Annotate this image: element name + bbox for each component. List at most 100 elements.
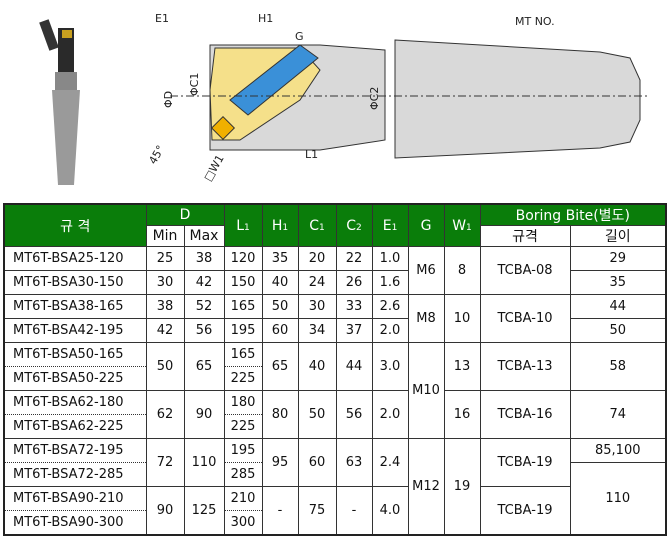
c2-cell: 37 [335, 318, 373, 343]
table-row: MT6T-BSA50-225 225 [3, 366, 666, 391]
thread-g-cell: M12 [407, 438, 445, 536]
e1-cell: 2.4 [371, 438, 409, 487]
model-cell: MT6T-BSA25-120 [3, 246, 147, 271]
label-l1: L1 [305, 148, 318, 161]
l1-cell: 225 [223, 414, 263, 439]
l1-cell: 225 [223, 366, 263, 391]
e1-cell: 2.6 [371, 294, 409, 319]
spec-table: 규 격 D L1 H1 C1 C2 E1 G W1 Boring Bite(별도… [3, 203, 667, 536]
c1-cell: 34 [297, 318, 337, 343]
label-c1: ΦC1 [188, 73, 201, 96]
label-d: ΦD [162, 91, 175, 108]
l1-cell: 285 [223, 462, 263, 487]
bite-length-cell: 74 [569, 390, 667, 439]
h1-cell: 65 [261, 342, 299, 391]
header-c1: C1 [297, 203, 337, 247]
l1-cell: 300 [223, 510, 263, 536]
bite-spec-cell: TCBA-19 [479, 486, 571, 536]
header-e1: E1 [371, 203, 409, 247]
header-c2: C2 [335, 203, 373, 247]
bite-length-cell: 29 [569, 246, 667, 271]
model-cell: MT6T-BSA42-195 [3, 318, 147, 343]
d-max-cell: 65 [183, 342, 225, 391]
w1-cell: 19 [443, 438, 481, 536]
w1-cell: 10 [443, 294, 481, 343]
c1-cell: 50 [297, 390, 337, 439]
label-angle: 45° [146, 143, 167, 166]
h1-cell: 40 [261, 270, 299, 295]
model-cell: MT6T-BSA38-165 [3, 294, 147, 319]
l1-cell: 150 [223, 270, 263, 295]
label-c2: ΦC2 [368, 87, 381, 110]
thread-g-cell: M10 [407, 342, 445, 439]
model-cell: MT6T-BSA72-195 [3, 438, 147, 463]
header-h1: H1 [261, 203, 299, 247]
c2-cell: 63 [335, 438, 373, 487]
h1-cell: 35 [261, 246, 299, 271]
d-min-cell: 50 [145, 342, 185, 391]
bite-length-cell: 58 [569, 342, 667, 391]
d-min-cell: 30 [145, 270, 185, 295]
d-min-cell: 72 [145, 438, 185, 487]
label-w1: □W1 [201, 153, 226, 184]
w1-cell: 16 [443, 390, 481, 439]
w1-cell: 13 [443, 342, 481, 391]
c1-cell: 40 [297, 342, 337, 391]
d-min-cell: 90 [145, 486, 185, 536]
bite-spec-cell: TCBA-16 [479, 390, 571, 439]
model-cell: MT6T-BSA90-300 [3, 510, 147, 536]
e1-cell: 2.0 [371, 318, 409, 343]
d-max-cell: 90 [183, 390, 225, 439]
model-cell: MT6T-BSA62-180 [3, 390, 147, 415]
header-g: G [407, 203, 445, 247]
label-g: G [295, 30, 304, 43]
e1-cell: 2.0 [371, 390, 409, 439]
c1-cell: 20 [297, 246, 337, 271]
l1-cell: 180 [223, 390, 263, 415]
model-cell: MT6T-BSA50-165 [3, 342, 147, 367]
l1-cell: 120 [223, 246, 263, 271]
model-cell: MT6T-BSA30-150 [3, 270, 147, 295]
header-l1: L1 [223, 203, 263, 247]
d-max-cell: 52 [183, 294, 225, 319]
h1-cell: 95 [261, 438, 299, 487]
w1-cell: 8 [443, 246, 481, 295]
l1-cell: 195 [223, 318, 263, 343]
bite-length-cell: 85,100 [569, 438, 667, 463]
label-h1: H1 [258, 12, 273, 25]
d-max-cell: 110 [183, 438, 225, 487]
bite-length-cell: 44 [569, 294, 667, 319]
h1-cell: - [261, 486, 299, 536]
d-min-cell: 38 [145, 294, 185, 319]
c2-cell: 44 [335, 342, 373, 391]
model-cell: MT6T-BSA72-285 [3, 462, 147, 487]
d-min-cell: 62 [145, 390, 185, 439]
bite-length-cell: 50 [569, 318, 667, 343]
thread-g-cell: M6 [407, 246, 445, 295]
table-row: MT6T-BSA90-300 300 [3, 510, 666, 536]
h1-cell: 60 [261, 318, 299, 343]
l1-cell: 165 [223, 294, 263, 319]
header-spec: 규 격 [3, 203, 147, 247]
table-row: MT6T-BSA62-225 225 [3, 414, 666, 439]
header-w1: W1 [443, 203, 481, 247]
l1-cell: 195 [223, 438, 263, 463]
bite-spec-cell: TCBA-10 [479, 294, 571, 343]
e1-cell: 4.0 [371, 486, 409, 536]
c1-cell: 75 [297, 486, 337, 536]
c1-cell: 24 [297, 270, 337, 295]
tool-section-view [170, 39, 650, 159]
header-d: D [145, 203, 225, 226]
e1-cell: 3.0 [371, 342, 409, 391]
bite-spec-cell: TCBA-08 [479, 246, 571, 295]
header-bite-spec: 규격 [479, 225, 571, 247]
bite-length-cell: 35 [569, 270, 667, 295]
c2-cell: 26 [335, 270, 373, 295]
model-cell: MT6T-BSA50-225 [3, 366, 147, 391]
model-cell: MT6T-BSA62-225 [3, 414, 147, 439]
